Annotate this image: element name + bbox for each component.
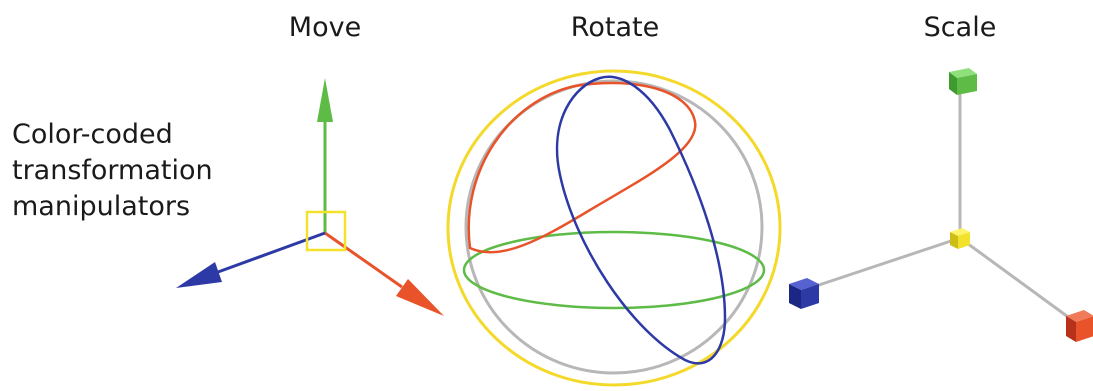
scale-manipulator-icon[interactable] (789, 68, 1093, 342)
rotate-y-ring[interactable] (462, 230, 766, 310)
caption-line-3: manipulators (12, 191, 191, 222)
scale-x-handle-icon[interactable] (1066, 310, 1093, 342)
rotate-outer-ring[interactable] (446, 69, 782, 387)
rotate-z-ring[interactable] (555, 75, 727, 365)
scale-z-axis-line[interactable] (809, 236, 961, 290)
scale-y-handle-icon[interactable] (949, 68, 977, 95)
caption-line-2: transformation (12, 155, 213, 186)
move-z-arrow-icon[interactable] (176, 262, 222, 288)
move-x-axis-line[interactable] (324, 231, 403, 289)
scale-x-axis-line[interactable] (959, 236, 1076, 324)
scale-z-handle-icon[interactable] (789, 278, 819, 309)
move-x-arrow-icon[interactable] (396, 279, 444, 316)
rotate-manipulator-icon[interactable] (446, 69, 782, 387)
move-center-handle-icon[interactable] (305, 210, 347, 252)
rotate-x-ring[interactable] (467, 81, 697, 254)
rotate-label: Rotate (570, 12, 660, 43)
caption-line-1: Color-coded (12, 119, 173, 150)
move-z-axis-line[interactable] (217, 231, 326, 274)
move-manipulator-icon[interactable] (176, 78, 444, 316)
manipulators-caption: Color-coded transformation manipulators (12, 117, 213, 225)
move-label: Move (288, 12, 362, 43)
scale-center-handle-icon[interactable] (950, 228, 970, 249)
rotate-view-ring[interactable] (464, 79, 764, 375)
scale-label: Scale (923, 12, 997, 43)
move-y-arrow-icon[interactable] (317, 78, 333, 122)
